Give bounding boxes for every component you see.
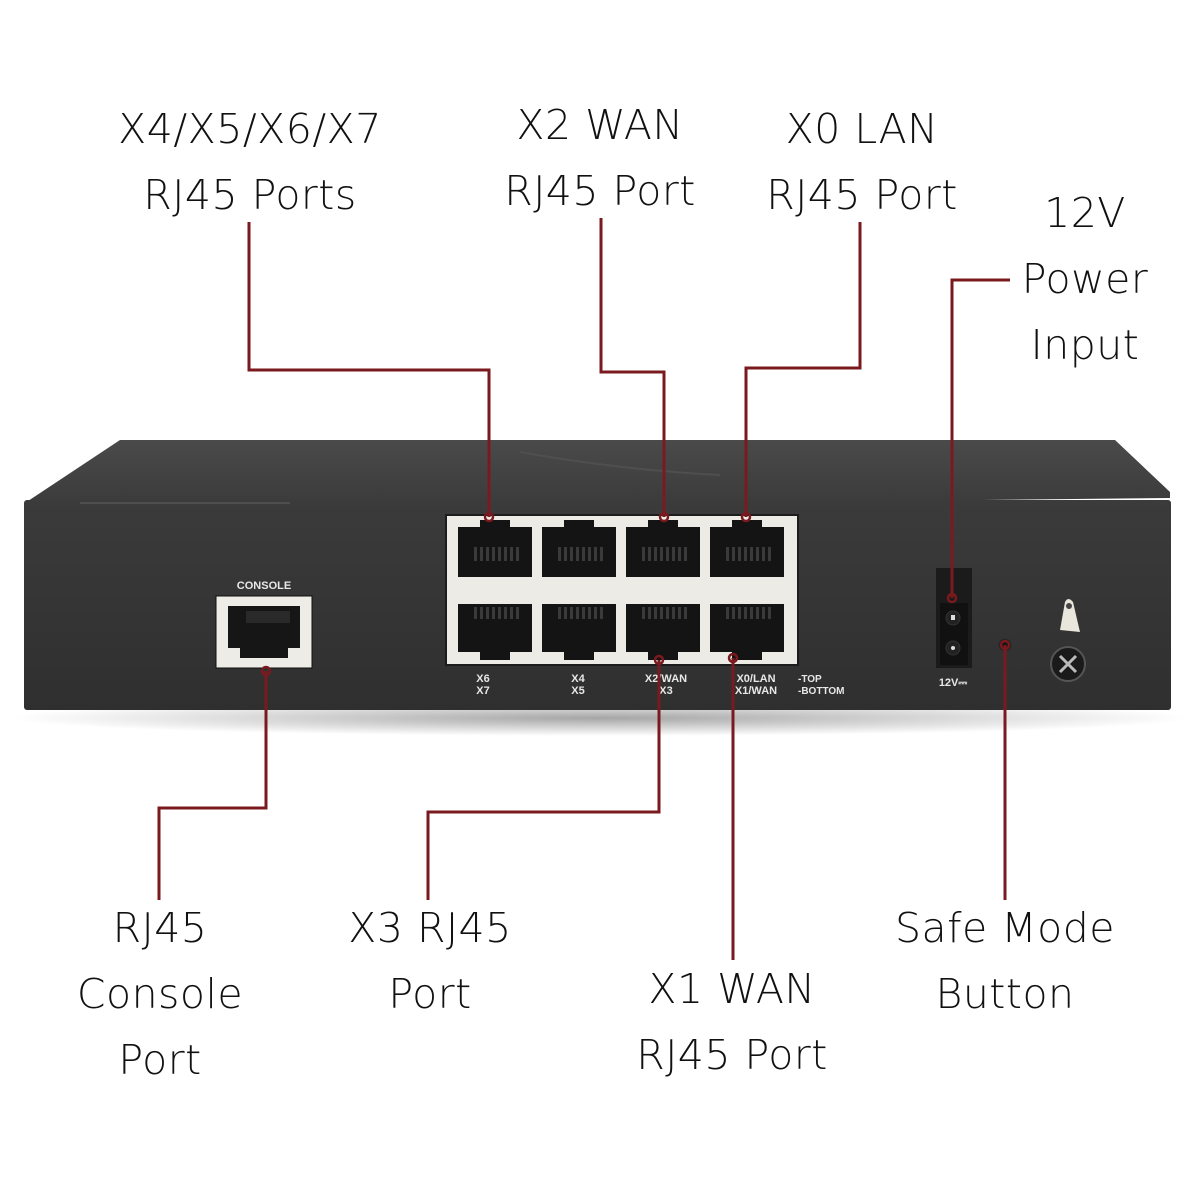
rj45-port-top	[710, 520, 784, 577]
rj45-port-bottom	[542, 604, 616, 660]
console-silkscreen: CONSOLE	[237, 580, 291, 592]
power-connector	[936, 568, 972, 668]
leader-endpoint-marker	[260, 665, 272, 677]
rj45-port-top	[626, 520, 700, 577]
rj45-port-top	[458, 520, 532, 577]
callout-console: RJ45 Console Port	[76, 904, 244, 1084]
leader-endpoint-marker	[999, 639, 1011, 651]
leader-endpoint-marker	[658, 511, 670, 523]
port-label-bottom: X1/WAN	[735, 685, 777, 697]
rj45-port-bottom	[458, 604, 532, 660]
leader-endpoint-marker	[740, 511, 752, 523]
chassis-top	[25, 440, 1170, 510]
port-label-top: X4	[571, 673, 585, 685]
leader-endpoint-marker	[483, 511, 495, 523]
callout-x1-wan: X1 WAN RJ45 Port	[636, 965, 828, 1079]
leader-x2-wan	[599, 218, 666, 517]
legend-top: -TOP	[798, 674, 822, 685]
leader-endpoint-marker	[727, 652, 739, 664]
rj45-port-top	[542, 520, 616, 577]
port-label-bottom: X3	[659, 685, 672, 697]
legend-bottom: -BOTTOM	[798, 686, 844, 697]
port-label-top: X0/LAN	[736, 673, 775, 685]
leader-x4-x7	[247, 222, 491, 517]
leader-x0-lan	[744, 222, 862, 517]
rj45-port-bottom	[626, 604, 700, 660]
rj45-port-bottom	[710, 604, 784, 660]
leader-console	[157, 671, 268, 900]
leader-endpoint-marker	[653, 654, 665, 666]
callout-power: 12V Power Input	[1021, 189, 1149, 369]
leader-x3	[426, 660, 661, 900]
port-label-top: X6	[476, 673, 489, 685]
port-label-bottom: X5	[571, 685, 584, 697]
callout-x0-lan: X0 LAN RJ45 Port	[766, 105, 958, 219]
ground-lug	[1050, 599, 1086, 682]
leader-endpoint-marker	[946, 592, 958, 604]
callout-x2-wan: X2 WAN RJ45 Port	[504, 101, 696, 215]
power-silkscreen: 12V⎓	[939, 677, 968, 689]
port-label-bottom: X7	[476, 685, 489, 697]
console-port	[215, 595, 313, 669]
leader-power	[950, 278, 1010, 598]
callout-safe-mode: Safe Mode Button	[894, 904, 1116, 1018]
callout-x3: X3 RJ45 Port	[348, 904, 512, 1018]
port-label-top: X2/WAN	[645, 673, 687, 685]
callout-x4-x7: X4/X5/X6/X7 RJ45 Ports	[118, 105, 382, 219]
